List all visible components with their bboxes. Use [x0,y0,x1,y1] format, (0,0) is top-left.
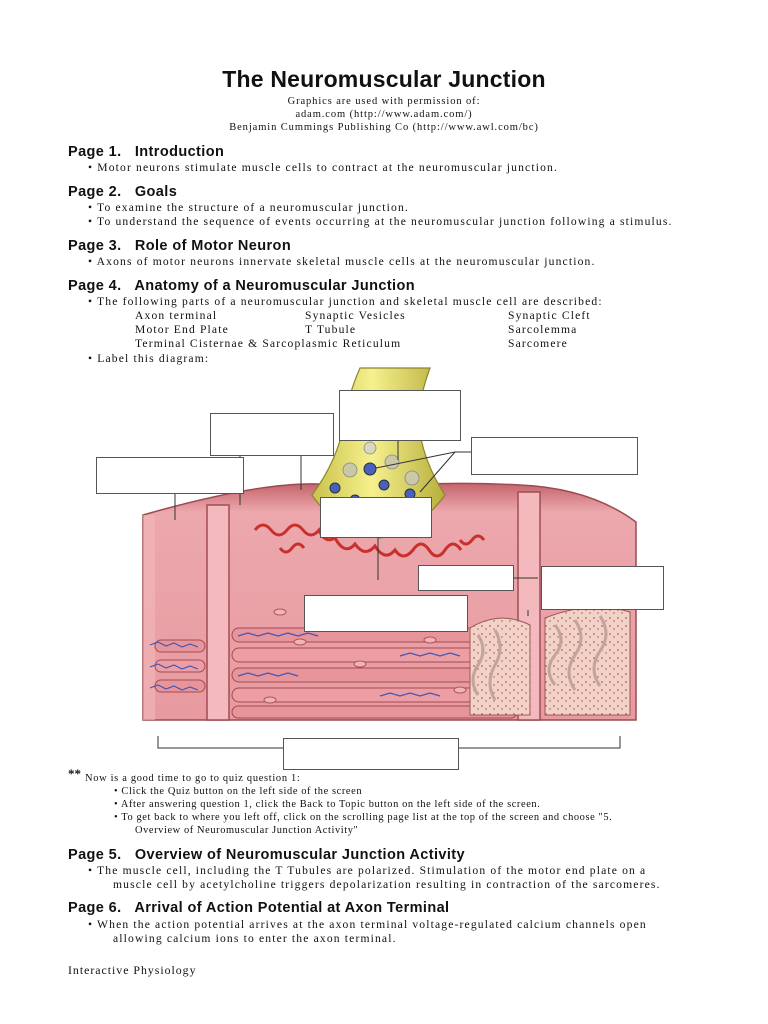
bullet-text: • The muscle cell, including the T Tubul… [88,864,647,877]
quiz-step: Overview of Neuromuscular Junction Activ… [135,825,359,836]
bullet-text: • When the action potential arrives at t… [88,918,647,931]
quiz-step: • Click the Quiz button on the left side… [114,786,363,797]
section-heading-page-3: Page 3. Role of Motor Neuron [68,238,292,254]
quiz-intro: Now is a good time to go to quiz questio… [85,773,301,784]
muscle-cell-edge [143,515,155,720]
credit-line: adam.com (http://www.adam.com/) [295,109,473,120]
credit-line: Benjamin Cummings Publishing Co (http://… [229,122,539,133]
junctional-folds [253,523,463,558]
bullet-text: muscle cell by acetylcholine triggers de… [113,878,661,891]
part-term: Synaptic Vesicles [305,309,406,322]
bullet-text: • Motor neurons stimulate muscle cells t… [88,161,559,174]
label-box-blank[interactable] [210,413,334,456]
bullet-text: allowing calcium ions to enter the axon … [113,932,397,945]
bullet-text: • To understand the sequence of events o… [88,215,673,228]
bullet-text: • The following parts of a neuromuscular… [88,295,603,308]
label-box-blank[interactable] [304,595,468,632]
quiz-step: • To get back to where you left off, cli… [114,812,613,823]
part-term: Synaptic Cleft [508,309,591,322]
part-term: Terminal Cisternae & Sarcoplasmic Reticu… [135,337,402,350]
part-term: T Tubule [305,323,357,336]
section-heading-page-1: Page 1. Introduction [68,144,225,160]
document-title: The Neuromuscular Junction [222,66,546,92]
quiz-marker: ** [68,766,81,781]
label-box-blank[interactable] [418,565,514,591]
section-heading-page-4: Page 4. Anatomy of a Neuromuscular Junct… [68,278,416,294]
myofibrils [154,627,518,719]
section-heading-page-5: Page 5. Overview of Neuromuscular Juncti… [68,847,465,863]
label-box-blank[interactable] [96,457,244,494]
bullet-text: • Axons of motor neurons innervate skele… [88,255,596,268]
part-term: Sarcomere [508,337,568,350]
part-term: Axon terminal [135,309,218,322]
section-heading-page-2: Page 2. Goals [68,184,178,200]
t-tubule [206,504,230,721]
label-box-blank[interactable] [471,437,638,475]
sarcoplasmic-reticulum [149,632,461,697]
junctional-folds [278,534,486,554]
quiz-step: • After answering question 1, click the … [114,799,541,810]
part-term: Motor End Plate [135,323,229,336]
section-heading-page-6: Page 6. Arrival of Action Potential at A… [68,900,450,916]
bullet-text: • Label this diagram: [88,352,210,365]
credit-line: Graphics are used with permission of: [287,96,481,107]
footer-text: Interactive Physiology [68,963,197,977]
label-box-blank[interactable] [339,390,461,441]
label-box-blank[interactable] [320,497,432,538]
bullet-text: • To examine the structure of a neuromus… [88,201,409,214]
label-box-blank[interactable] [541,566,664,610]
label-box-blank[interactable] [283,738,459,770]
part-term: Sarcolemma [508,323,578,336]
terminal-cisternae [469,606,631,716]
